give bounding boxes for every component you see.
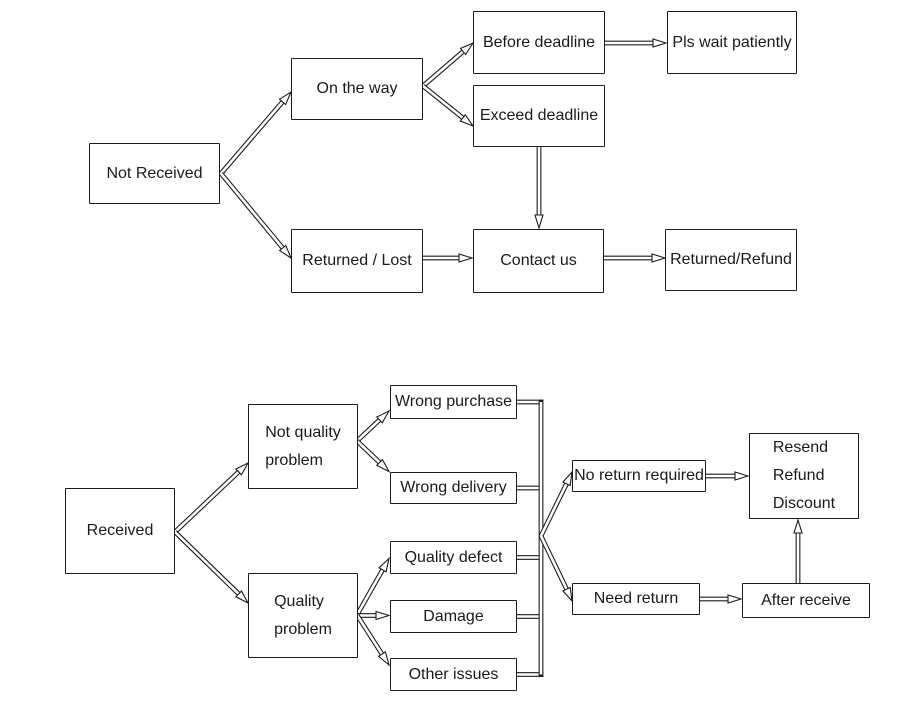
node-label: Resend Refund Discount: [772, 439, 836, 512]
node-before-deadline: Before deadline: [473, 11, 605, 74]
arrow-before-deadline-to-pls-wait: [605, 38, 668, 48]
node-quality-problem: Quality problem: [248, 573, 358, 658]
node-on-the-way: On the way: [291, 58, 423, 120]
node-label: Quality defect: [404, 548, 503, 566]
node-not-quality-problem: Not quality problem: [248, 404, 358, 489]
node-label: On the way: [316, 80, 398, 97]
node-label: Before deadline: [482, 33, 596, 51]
node-damage: Damage: [390, 600, 517, 633]
node-label: After receive: [761, 591, 851, 609]
node-label: Wrong purchase: [394, 393, 513, 410]
node-contact-us: Contact us: [473, 229, 604, 293]
node-label: Need return: [593, 590, 679, 607]
node-label: Damage: [423, 607, 484, 625]
arrow-returned-lost-to-contact-us: [423, 253, 474, 263]
node-resend-refund-discount: Resend Refund Discount: [749, 433, 859, 519]
node-need-return: Need return: [572, 583, 700, 615]
arrow-received-to-quality-problem: [173, 530, 250, 605]
node-pls-wait-patiently: Pls wait patiently: [667, 11, 797, 74]
arrow-bus-to-need-return: [538, 534, 573, 603]
arrow-bus-to-no-return-required: [538, 470, 573, 538]
node-label: Contact us: [500, 252, 577, 269]
node-label: Not Received: [106, 164, 203, 182]
node-returned-refund: Returned/Refund: [665, 229, 797, 291]
node-label: Returned/Refund: [670, 251, 792, 268]
arrow-exceed-deadline-to-contact-us: [534, 147, 544, 230]
node-wrong-purchase: Wrong purchase: [390, 385, 517, 419]
arrow-qp-to-quality-defect: [354, 556, 390, 617]
node-label: Quality problem: [274, 592, 332, 638]
arrow-received-to-not-quality-problem: [173, 461, 250, 534]
arrow-need-return-to-after-receive: [700, 594, 743, 604]
node-label: Returned / Lost: [302, 252, 412, 269]
node-not-received: Not Received: [89, 143, 220, 204]
node-label: Pls wait patiently: [672, 33, 792, 51]
node-no-return-required: No return required: [572, 460, 706, 492]
node-quality-defect: Quality defect: [390, 541, 517, 574]
arrow-nqp-to-wrong-purchase: [355, 409, 391, 443]
node-after-receive: After receive: [742, 583, 870, 618]
node-exceed-deadline: Exceed deadline: [473, 85, 605, 147]
node-label: No return required: [574, 467, 704, 484]
arrow-qp-to-other-issues: [354, 613, 390, 667]
node-label: Not quality problem: [265, 423, 341, 469]
arrow-after-receive-to-resend: [793, 518, 803, 583]
arrow-on-the-way-to-exceed-deadline: [421, 84, 475, 128]
node-label: Exceed deadline: [479, 107, 599, 124]
arrow-contact-us-to-returned-refund: [604, 253, 667, 263]
arrow-not-received-to-on-the-way: [219, 90, 293, 176]
node-label: Wrong delivery: [400, 479, 507, 496]
arrow-on-the-way-to-before-deadline: [421, 41, 475, 88]
arrow-not-received-to-returned-lost: [219, 171, 293, 260]
node-other-issues: Other issues: [390, 658, 517, 691]
node-label: Received: [86, 522, 154, 539]
node-received: Received: [65, 488, 175, 574]
node-wrong-delivery: Wrong delivery: [390, 472, 517, 504]
node-label: Other issues: [408, 665, 499, 683]
arrow-nrr-to-resend: [706, 471, 750, 481]
node-returned-lost: Returned / Lost: [291, 229, 423, 293]
arrow-nqp-to-wrong-delivery: [355, 439, 391, 473]
